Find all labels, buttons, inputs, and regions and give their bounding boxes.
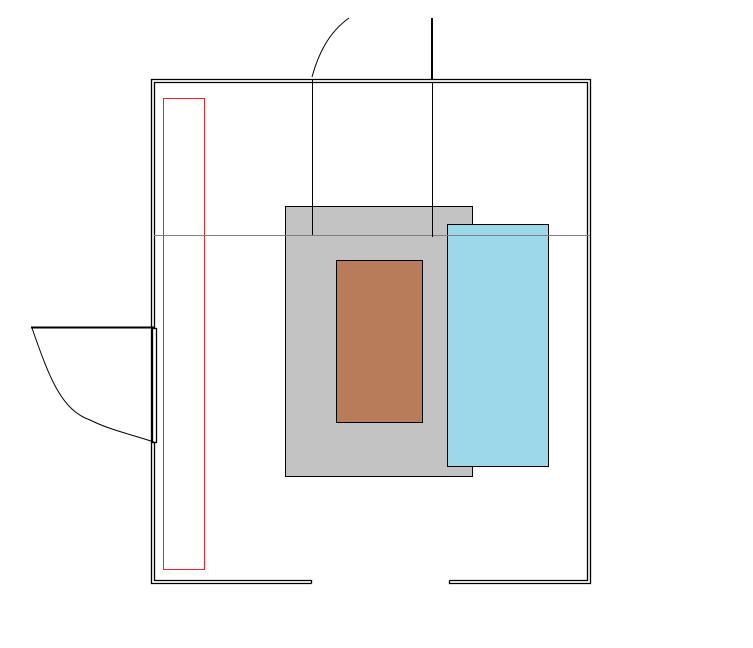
door-frame bbox=[151, 327, 158, 444]
outer-wall bbox=[150, 78, 592, 585]
top-door-swing-arc bbox=[311, 17, 350, 78]
red-zone bbox=[163, 98, 205, 570]
brown-table bbox=[336, 260, 423, 423]
inner-wall bbox=[153, 81, 589, 584]
blue-item bbox=[447, 224, 549, 467]
door-swing-arc bbox=[31, 327, 155, 443]
